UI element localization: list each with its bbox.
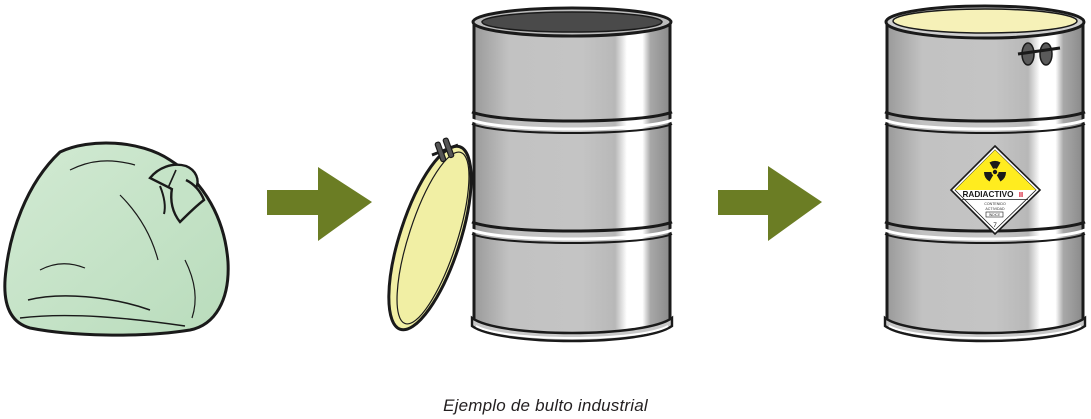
- label-index-text: ÍNDICE: [989, 213, 1001, 217]
- radiation-trefoil-icon: [984, 161, 1006, 182]
- open-drum: [387, 6, 674, 343]
- label-radioactive-text: RADIACTIVO: [963, 190, 1015, 199]
- label-index-box: [985, 211, 1004, 218]
- closed-drum: RADIACTIVO II CONTENIDO ACTIVIDAD ÍNDICE…: [883, 4, 1087, 343]
- drum-lid: [387, 137, 473, 332]
- label-category: II: [1019, 190, 1023, 199]
- process-arrow-1: [267, 167, 372, 241]
- lid-bolt: [1017, 42, 1061, 66]
- label-line-2: ACTIVIDAD: [985, 207, 1005, 211]
- bag-tie: [148, 163, 206, 224]
- radioactive-label: RADIACTIVO II CONTENIDO ACTIVIDAD ÍNDICE…: [949, 144, 1042, 236]
- label-line-1: CONTENIDO: [984, 202, 1006, 206]
- label-class-number: 7: [993, 222, 997, 229]
- process-arrow-2: [718, 166, 822, 241]
- waste-bag: [3, 141, 230, 337]
- figure-caption: Ejemplo de bulto industrial: [443, 396, 648, 415]
